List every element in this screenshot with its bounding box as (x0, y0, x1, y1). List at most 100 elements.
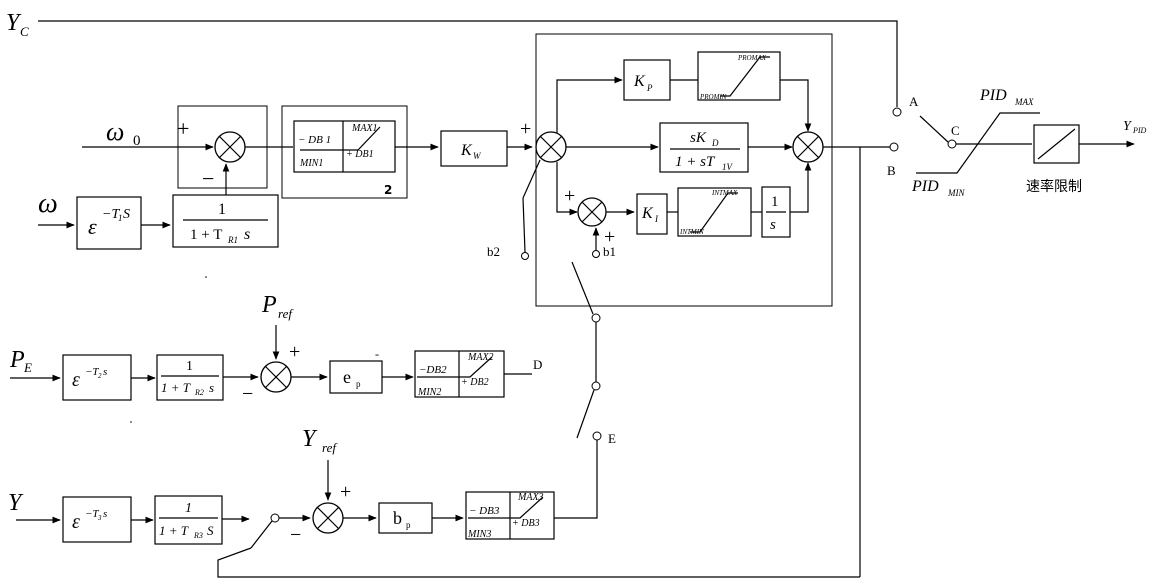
ki-label: K (641, 205, 654, 222)
pidmax-label: PID (979, 87, 1007, 104)
switch-node-e[interactable] (592, 431, 602, 441)
db3-min: MIN3 (467, 529, 491, 540)
feedback-select-switch[interactable] (250, 520, 273, 549)
kp-label-sub: P (646, 83, 653, 93)
yref-sum-plus: + (340, 481, 351, 503)
switch-node-b-label: B (887, 163, 896, 178)
lag1-den: 1 + T (190, 227, 222, 243)
omega-input: ω (38, 188, 75, 229)
node-e-label: E (608, 431, 616, 446)
kd-den-sub: 1V (722, 162, 734, 172)
pid-limiter-curve (916, 112, 1040, 174)
lag1-num: 1 (218, 201, 226, 218)
yref-label-sub: ref (322, 440, 338, 455)
kd-den: 1 + sT (675, 154, 716, 170)
summing-junction-yref (312, 502, 344, 534)
bp-label-sub: p (406, 520, 411, 530)
delay-block-1 (76, 196, 142, 250)
ep-label: e (343, 367, 351, 387)
delay2-base: ε (72, 369, 80, 391)
switch-node-c[interactable] (947, 139, 957, 149)
sum1-minus: − (202, 166, 214, 191)
switch-node-top[interactable] (591, 313, 601, 323)
switch-node-y[interactable] (270, 513, 280, 523)
p-limiter-block (697, 51, 781, 101)
db1-min: MIN1 (299, 158, 323, 169)
lower-select-switch[interactable] (576, 389, 595, 439)
kd-num-sub: D (711, 138, 719, 148)
delay-block-2 (62, 354, 132, 401)
kp-label: K (633, 73, 646, 90)
ypid-label-sub: PID (1132, 126, 1147, 135)
bp-gain-block (378, 502, 433, 534)
lag3-den-sub: R3 (193, 531, 203, 540)
lag2-den: 1 + T (161, 380, 191, 395)
switch-node-mid[interactable] (591, 381, 601, 391)
lag2-den-s: s (209, 380, 214, 395)
lag3-num: 1 (185, 501, 192, 516)
pref-sum-minus: − (242, 383, 253, 405)
mode-switch-blade[interactable] (919, 115, 949, 143)
summing-junction-pid (535, 131, 567, 163)
pidmin-label: PID (911, 178, 939, 195)
kp-gain-block (623, 59, 671, 101)
lag3-den: 1 + T (159, 523, 189, 538)
node-b1-label: b1 (603, 244, 616, 259)
intmin-label: INTMIN (679, 228, 704, 236)
ki-gain-block (636, 193, 668, 235)
lag2-den-sub: R2 (194, 388, 204, 397)
delay1-exp-sub: 1 (118, 213, 123, 223)
omega0-label: ω (106, 117, 124, 146)
db2-max: MAX2 (467, 352, 494, 363)
promax-label: PROMAX (737, 54, 767, 62)
db2-left: −DB2 (419, 364, 447, 376)
bp-label: b (393, 508, 402, 528)
yc-label: Y (6, 10, 22, 36)
delay3-base: ε (72, 511, 80, 533)
lag1-den-sub: R1 (227, 235, 238, 245)
db1-max: MAX1 (351, 123, 378, 134)
omega-label: ω (38, 188, 58, 219)
int-sum-plus-2: + (604, 226, 615, 248)
db1-tag: 2 (384, 183, 392, 197)
db2-min: MIN2 (417, 387, 441, 398)
delay2-exp-sub: 2 (98, 372, 102, 380)
lag-block-3 (154, 495, 223, 545)
delay1-exp-s: S (123, 207, 130, 222)
promin-label: PROMIN (699, 93, 727, 101)
db3-right: + DB3 (512, 518, 540, 529)
int-sum-plus-1: + (564, 185, 575, 207)
sum1-plus: + (177, 116, 189, 141)
switch-node-a[interactable] (892, 107, 902, 117)
db3-max: MAX3 (517, 492, 544, 503)
node-d-label: D (533, 357, 542, 372)
db1-left: − DB 1 (298, 134, 331, 146)
upper-select-switch[interactable] (571, 261, 594, 315)
delay1-base: ε (88, 214, 97, 239)
db1-frame (281, 105, 408, 199)
feedback-loop-wire (217, 547, 860, 578)
yc-signal: Y C (6, 10, 898, 107)
rate-limit-label: 速率限制 (1026, 178, 1082, 195)
delay3-exp-s: s (103, 508, 107, 520)
pid-sum-plus: + (520, 118, 531, 140)
delay3-exp-sub: 3 (97, 514, 102, 522)
summing-junction-pref (260, 361, 292, 393)
db1-right: + DB1 (346, 149, 374, 160)
ep-gain-block (329, 360, 383, 394)
switch-node-b[interactable] (889, 142, 899, 152)
yc-wire (38, 20, 898, 107)
y-label: Y (8, 490, 24, 516)
summing-junction-1 (214, 131, 246, 163)
lag3-den-s: S (207, 523, 214, 538)
node-b2[interactable] (521, 252, 529, 260)
delay2-exp-s: s (103, 366, 107, 378)
omega0-input: ω 0 (82, 117, 214, 151)
ki-label-sub: I (654, 214, 659, 224)
ypid-label: Y (1123, 119, 1133, 134)
db2-right: + DB2 (461, 377, 489, 388)
node-b1[interactable] (592, 250, 600, 258)
pref-sum-plus: + (289, 341, 300, 363)
kd-num: sK (690, 130, 707, 146)
